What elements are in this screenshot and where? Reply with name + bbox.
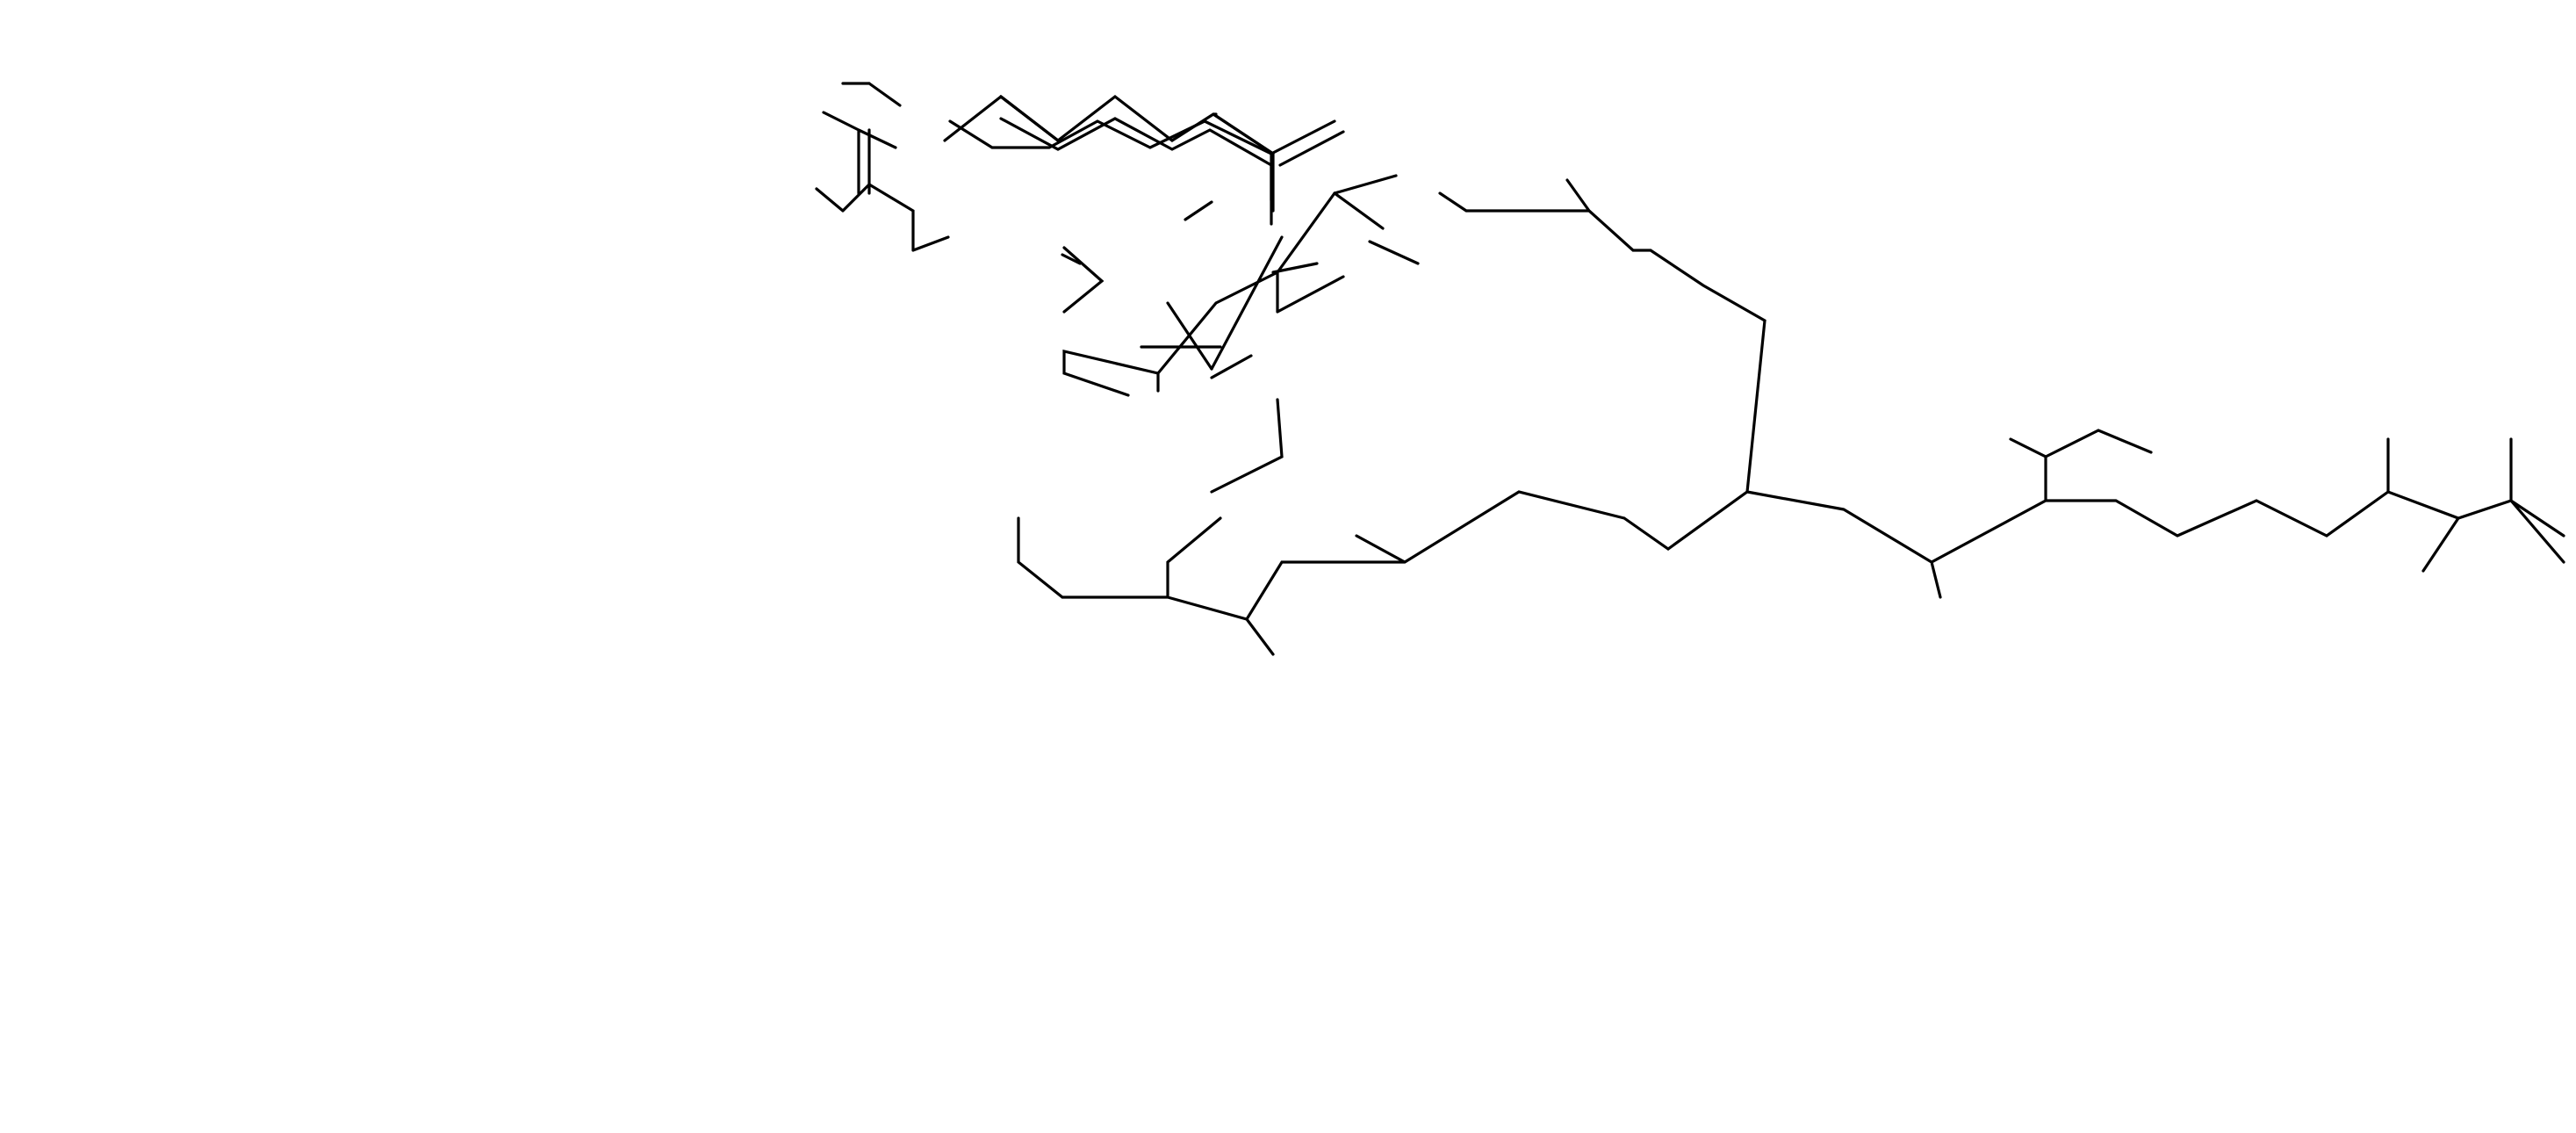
clean-bonds [822, 111, 1336, 226]
bond-lines [815, 82, 2565, 656]
skeleton-bonds [999, 117, 1345, 202]
